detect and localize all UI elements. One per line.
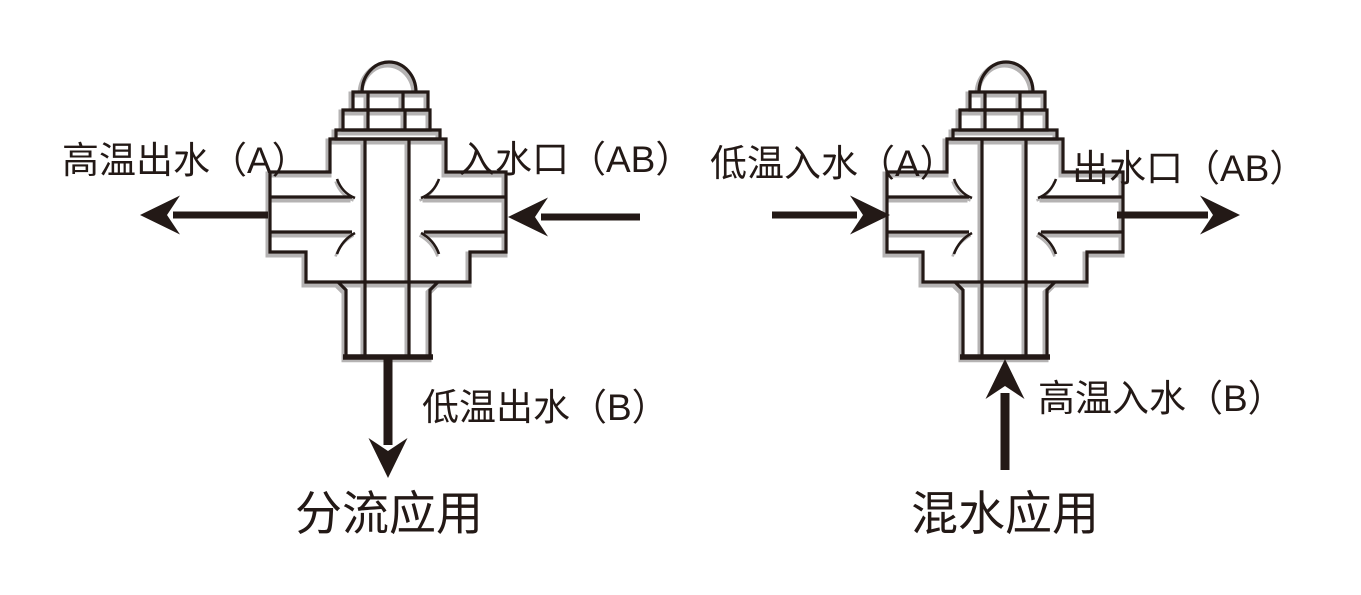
mixing-port-ab-label: 出水口（AB）: [1072, 148, 1307, 189]
diverting-port-b-label: 低温出水（B）: [422, 387, 669, 428]
valve-illustration-right: [887, 62, 1123, 357]
mixing-application-caption: 混水应用: [911, 487, 1099, 540]
mixing-port-b-arrow: [985, 359, 1025, 470]
diverting-port-ab-arrow: [508, 197, 640, 237]
mixing-port-b-label: 高温入水（B）: [1038, 378, 1285, 419]
valve-illustration-left: [270, 62, 506, 357]
diverting-port-ab-label: 入水口（AB）: [458, 139, 693, 180]
diverting-port-a-arrow: [140, 195, 268, 235]
mixing-port-ab-arrow: [1117, 195, 1240, 235]
mixing-port-a-label: 低温入水（A）: [710, 143, 957, 184]
mixing-port-a-arrow: [772, 195, 890, 235]
diverting-port-b-arrow: [368, 359, 408, 478]
diverting-application-caption: 分流应用: [295, 487, 483, 540]
diverting-port-a-label: 高温出水（A）: [62, 140, 309, 181]
